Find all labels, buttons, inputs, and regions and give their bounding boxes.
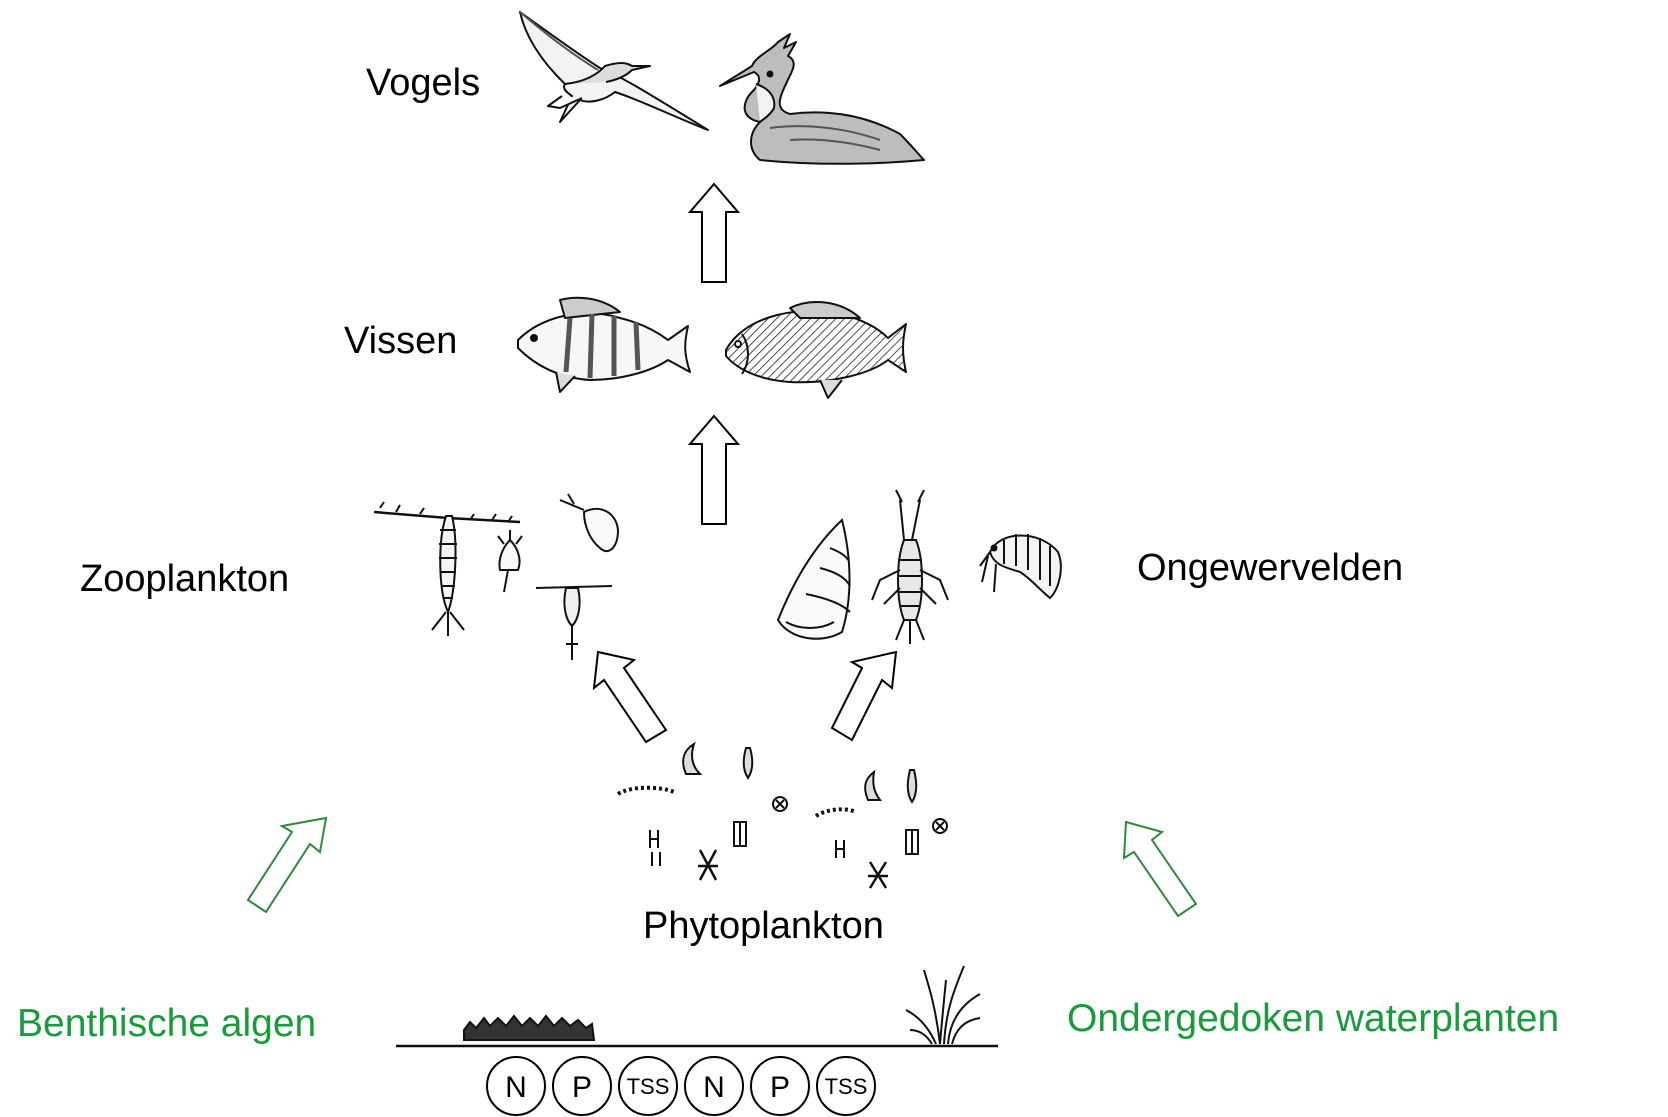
- nutrient-label: P: [770, 1071, 790, 1104]
- cyclops-icon: [535, 585, 613, 660]
- phytoplankton-icon: [616, 741, 948, 889]
- perch-icon: [517, 296, 691, 393]
- tern-icon: [519, 11, 709, 131]
- label-benthische-algen: Benthische algen: [17, 1002, 317, 1045]
- arrow-phyto-to-invertebrates: [830, 650, 898, 742]
- nutrient-label: P: [572, 1071, 592, 1104]
- copepod-icon: [373, 501, 521, 636]
- arrow-submerged-plants: [1122, 820, 1198, 918]
- carp-icon: [725, 301, 907, 399]
- nutrient-circle: [552, 1056, 612, 1116]
- label-zooplankton: Zooplankton: [80, 558, 290, 600]
- arrow-to-fish: [687, 414, 741, 525]
- benthic-algae-mat-icon: [463, 1014, 596, 1041]
- label-ongewervelden: Ongewervelden: [1137, 547, 1404, 589]
- daphnia-icon: [559, 493, 620, 553]
- nutrient-label: TSS: [825, 1074, 868, 1099]
- waterplant-icon: [905, 965, 981, 1045]
- label-vissen: Vissen: [344, 320, 458, 362]
- crayfish-icon: [871, 489, 949, 644]
- nutrient-label: TSS: [627, 1074, 670, 1099]
- arrow-phyto-to-zooplankton: [592, 650, 668, 744]
- label-ondergedoken-waterplanten: Ondergedoken waterplanten: [1067, 997, 1560, 1040]
- label-vogels: Vogels: [366, 62, 481, 104]
- amphipod-icon: [979, 534, 1062, 600]
- nutrient-label: N: [505, 1071, 527, 1104]
- nutrient-circle: [816, 1056, 876, 1116]
- snail-icon: [776, 518, 851, 640]
- nutrient-circle: [618, 1056, 678, 1116]
- arrow-fish-to-birds: [687, 182, 741, 283]
- rotifer-icon: [497, 530, 523, 593]
- nutrient-circle: [684, 1056, 744, 1116]
- arrow-benthic-algae: [246, 816, 328, 914]
- nutrient-label: N: [703, 1071, 725, 1104]
- label-phytoplankton: Phytoplankton: [643, 905, 884, 947]
- grebe-icon: [719, 33, 925, 165]
- nutrient-circles: N P TSS N P TSS: [486, 1056, 876, 1116]
- nutrient-circle: [750, 1056, 810, 1116]
- nutrient-circle: [486, 1056, 546, 1116]
